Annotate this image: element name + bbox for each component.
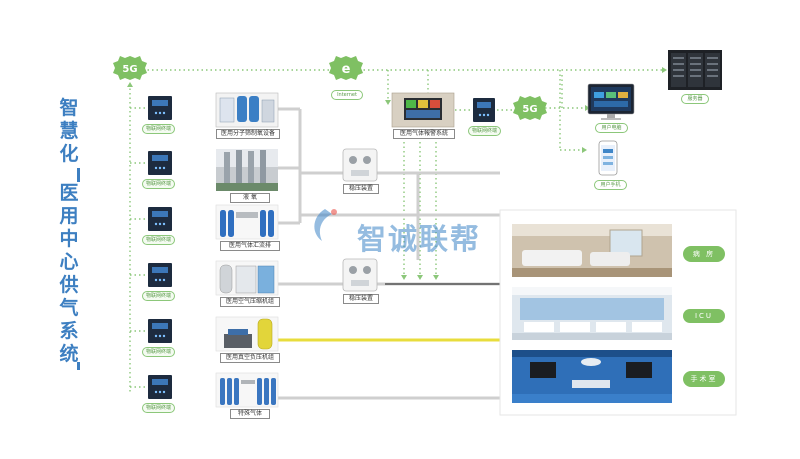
terminal-label: 物联网终端 [142, 179, 176, 189]
brand-name: 智诚联帮 [357, 222, 482, 256]
alarm-system-label: 医用气体報警系統 [393, 129, 455, 139]
air-compressor-icon [215, 260, 279, 296]
monitor-label: 用户电脑 [595, 123, 628, 133]
iot-terminal-icon [148, 319, 172, 343]
terminal-label: 物联网终端 [142, 291, 176, 301]
iot-terminals [148, 96, 495, 399]
phone-icon [598, 140, 618, 176]
regulator-label: 稳压装置 [343, 294, 379, 304]
network-links [129, 69, 662, 392]
iot-terminal-icon [148, 263, 172, 287]
badge-5g-left: 5G [113, 56, 147, 80]
operating-room-image [512, 350, 672, 403]
badge-5g-right: 5G [513, 96, 547, 120]
server-label: 服务器 [681, 94, 709, 104]
regulator-label: 稳压装置 [343, 184, 379, 194]
terminal-label: 物联网终端 [142, 403, 176, 413]
device-label-liquid-oxygen: 液 氧 [230, 193, 270, 203]
device-label-oxygen-generator: 医用分子筛制氧设备 [216, 129, 280, 139]
icu-room-image [512, 287, 672, 340]
iot-terminal-icon [148, 207, 172, 231]
gas-alarm-panel-icon [391, 92, 455, 128]
badge-5g-right-text: 5G [522, 104, 537, 115]
title-divider-top [77, 168, 80, 182]
pressure-regulator-icon [342, 148, 378, 182]
device-label-vacuum-pump: 医用真空负压机组 [220, 353, 280, 363]
special-gas-cylinder-icon [215, 372, 279, 408]
oxygen-generator-icon [215, 92, 279, 128]
terminal-label: 物联网终端 [142, 347, 176, 357]
internet-label: Internet [331, 90, 363, 100]
terminal-label: 物联网终端 [142, 124, 176, 134]
brand-logo-icon [314, 209, 337, 241]
device-label-gas-manifold: 医用气体汇流排 [220, 241, 280, 251]
title-divider-bottom [77, 362, 80, 370]
device-label-special-gas: 特殊气体 [230, 409, 270, 419]
phone-label: 用户手机 [594, 180, 627, 190]
terminal-label: 物联网终端 [142, 235, 176, 245]
internet-icon: e [329, 56, 363, 80]
vacuum-pump-icon [215, 316, 279, 352]
monitor-icon [587, 83, 635, 120]
page-title-part2: 医用中心供气系统 [59, 182, 79, 365]
liquid-oxygen-tank-icon [216, 149, 278, 191]
iot-terminal-icon [473, 98, 495, 122]
device-label-air-compressor: 医用空气压缩机组 [220, 297, 280, 307]
room-label-operating: 手术室 [683, 371, 725, 387]
iot-terminal-icon [148, 151, 172, 175]
badge-5g-left-text: 5G [122, 64, 137, 75]
ward-room-image [512, 224, 672, 277]
gas-pipelines [278, 107, 500, 400]
internet-icon-glyph: e [342, 62, 351, 77]
page-title-part1: 智慧化 [59, 97, 79, 165]
pressure-regulator-icon [342, 258, 378, 292]
room-label-ward: 病 房 [683, 246, 725, 262]
room-label-icu: ICU [683, 309, 725, 323]
terminal-label: 物联网终端 [468, 126, 502, 136]
server-rack-icon [668, 50, 722, 90]
iot-terminal-icon [148, 375, 172, 399]
gas-manifold-icon [215, 204, 279, 240]
iot-terminal-icon [148, 96, 172, 120]
